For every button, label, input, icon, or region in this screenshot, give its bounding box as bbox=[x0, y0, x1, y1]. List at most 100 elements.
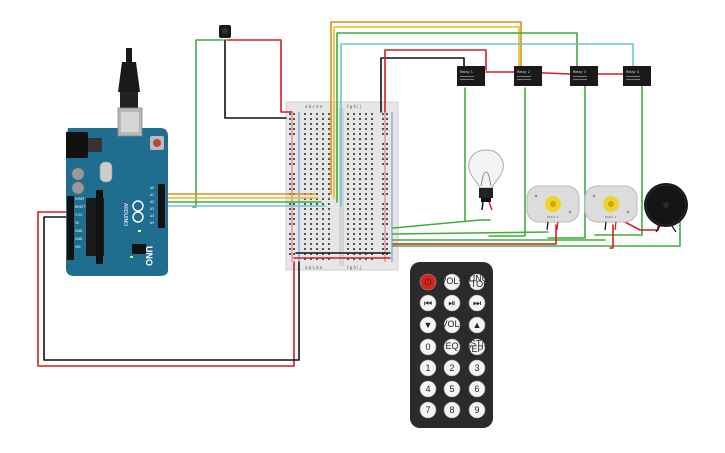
power-pin-label: GND bbox=[75, 229, 83, 233]
remote-button-label: 8 bbox=[449, 405, 454, 415]
remote-button-1[interactable]: ⏻ bbox=[419, 273, 437, 291]
remote-button-3[interactable]: FUNC/STOP bbox=[463, 274, 491, 291]
relays: Relay 1 Relay 2 Relay 3 Relay 4 bbox=[457, 66, 651, 86]
remote-button-label: 6 bbox=[474, 384, 479, 394]
power-pin-label: GND bbox=[75, 237, 83, 241]
breadboard-holes bbox=[289, 113, 388, 260]
breadboard-letters-right-bottom: f g h i j bbox=[347, 265, 361, 270]
wire-relay-orange bbox=[330, 21, 522, 195]
arduino-uno: ARDUINO UNO bbox=[66, 48, 168, 276]
remote-button-label: 7 bbox=[425, 405, 430, 415]
breadboard-letters-left-bottom: a b c d e bbox=[305, 265, 323, 270]
header-analog bbox=[158, 184, 165, 228]
light-bulb bbox=[468, 149, 504, 211]
remote-button-label: ▲ bbox=[473, 320, 482, 330]
wire-power-black bbox=[43, 216, 300, 361]
arduino-brand-text: ARDUINO bbox=[122, 203, 128, 226]
analog-pin-label: A1 bbox=[150, 193, 154, 197]
remote-button-15[interactable]: 3 bbox=[468, 359, 486, 377]
remote-button-label: 4 bbox=[425, 384, 430, 394]
header-digital bbox=[96, 190, 103, 264]
remote-button-label: EQ bbox=[445, 341, 458, 351]
dc-power-jack bbox=[66, 132, 88, 158]
remote-button-12[interactable]: ST/REPT bbox=[465, 339, 490, 356]
remote-button-label: ⏯ bbox=[448, 298, 455, 308]
wire-bb-green-1 bbox=[392, 219, 491, 229]
capacitor-2 bbox=[71, 181, 85, 195]
analog-pin-label: A5 bbox=[150, 221, 154, 225]
remote-button-label: FUNC/ bbox=[463, 274, 491, 284]
wire-relay-chain bbox=[485, 71, 631, 75]
remote-button-label: ⏮ bbox=[424, 298, 432, 308]
remote-button-label: 3 bbox=[474, 363, 479, 373]
dc-motor-2: Motor 2 bbox=[584, 185, 638, 231]
wire-relay-cyan bbox=[340, 43, 634, 207]
remote-button-13[interactable]: 1 bbox=[419, 359, 437, 377]
remote-button-14[interactable]: 2 bbox=[443, 359, 461, 377]
remote-button-label: ST/ bbox=[470, 339, 485, 349]
breadboard-letters-left: a b c d e bbox=[305, 104, 323, 109]
remote-button-label: ⏻ bbox=[424, 277, 431, 287]
wire-ir-red bbox=[226, 39, 293, 113]
led-on bbox=[130, 256, 133, 258]
remote-button-label: 0 bbox=[425, 342, 430, 352]
wire-bb-green-2 bbox=[392, 231, 549, 235]
reset-button bbox=[153, 139, 161, 147]
remote-button-label: 5 bbox=[449, 384, 454, 394]
remote-button-label: VOL- bbox=[441, 319, 462, 329]
remote-button-2[interactable]: VOL+ bbox=[440, 273, 464, 291]
relay-2: Relay 2 bbox=[514, 66, 542, 86]
power-pin-label: RESET bbox=[75, 205, 85, 209]
wire-ir-green bbox=[192, 39, 224, 208]
power-pin-label: VIN bbox=[75, 245, 81, 249]
remote-button-18[interactable]: 6 bbox=[468, 380, 486, 398]
remote-button-4[interactable]: ⏮ bbox=[419, 294, 437, 312]
relay-1: Relay 1 bbox=[457, 66, 485, 86]
remote-button-label: STOP bbox=[465, 279, 489, 289]
header-power bbox=[67, 196, 74, 260]
remote-button-17[interactable]: 5 bbox=[443, 380, 461, 398]
icsp-header bbox=[132, 244, 146, 254]
dc-motor-1: Motor 1 bbox=[526, 185, 580, 231]
relay-label: Relay 4 bbox=[626, 70, 640, 74]
remote-button-8[interactable]: VOL- bbox=[441, 316, 463, 334]
remote-button-label: ▼ bbox=[424, 320, 433, 330]
breadboard: a b c d e f g h i j a b c d e f g h i j bbox=[285, 101, 399, 271]
analog-pin-label: A2 bbox=[150, 200, 154, 204]
remote-button-5[interactable]: ⏯ bbox=[443, 294, 461, 312]
wire-green-relay2 bbox=[488, 87, 526, 237]
analog-pin-label: A3 bbox=[150, 207, 154, 211]
wire-bb-green-4 bbox=[392, 221, 681, 247]
wire-relay-green bbox=[336, 32, 578, 203]
remote-button-label: 9 bbox=[474, 405, 479, 415]
remote-button-9[interactable]: ▲ bbox=[468, 316, 486, 334]
wire-bb-red-motor2 bbox=[609, 224, 614, 249]
remote-button-19[interactable]: 7 bbox=[419, 401, 437, 419]
capacitor-1 bbox=[71, 167, 85, 181]
remote-button-7[interactable]: ▼ bbox=[419, 316, 437, 334]
remote-button-10[interactable]: 0 bbox=[419, 338, 437, 356]
analog-pin-label: A0 bbox=[150, 186, 154, 190]
wires bbox=[37, 21, 681, 367]
remote-button-label: 1 bbox=[425, 363, 430, 373]
remote-button-16[interactable]: 4 bbox=[419, 380, 437, 398]
ir-remote: ⏻ VOL+FUNC/STOP ⏮ ⏯ ⏭ ▼ VOL- ▲ 0 EQ ST/REPT 1 2 3 4 5 6 7… bbox=[410, 262, 493, 428]
relay-3: Relay 3 bbox=[570, 66, 598, 86]
arduino-logo: ARDUINO bbox=[122, 200, 144, 226]
wire-power-red bbox=[37, 211, 295, 367]
remote-button-6[interactable]: ⏭ bbox=[468, 294, 486, 312]
usb-cable-plug-top bbox=[126, 48, 132, 62]
relay-label: Relay 2 bbox=[517, 70, 530, 74]
remote-button-11[interactable]: EQ bbox=[443, 338, 461, 356]
crystal bbox=[99, 161, 113, 183]
remote-button-20[interactable]: 8 bbox=[443, 401, 461, 419]
remote-button-label: 2 bbox=[449, 363, 454, 373]
remote-button-21[interactable]: 9 bbox=[468, 401, 486, 419]
voltage-regulator bbox=[88, 138, 102, 152]
wire-relay-red bbox=[384, 49, 487, 113]
power-pin-label: 3.3V bbox=[75, 213, 83, 217]
remote-button-label: VOL+ bbox=[440, 276, 463, 286]
